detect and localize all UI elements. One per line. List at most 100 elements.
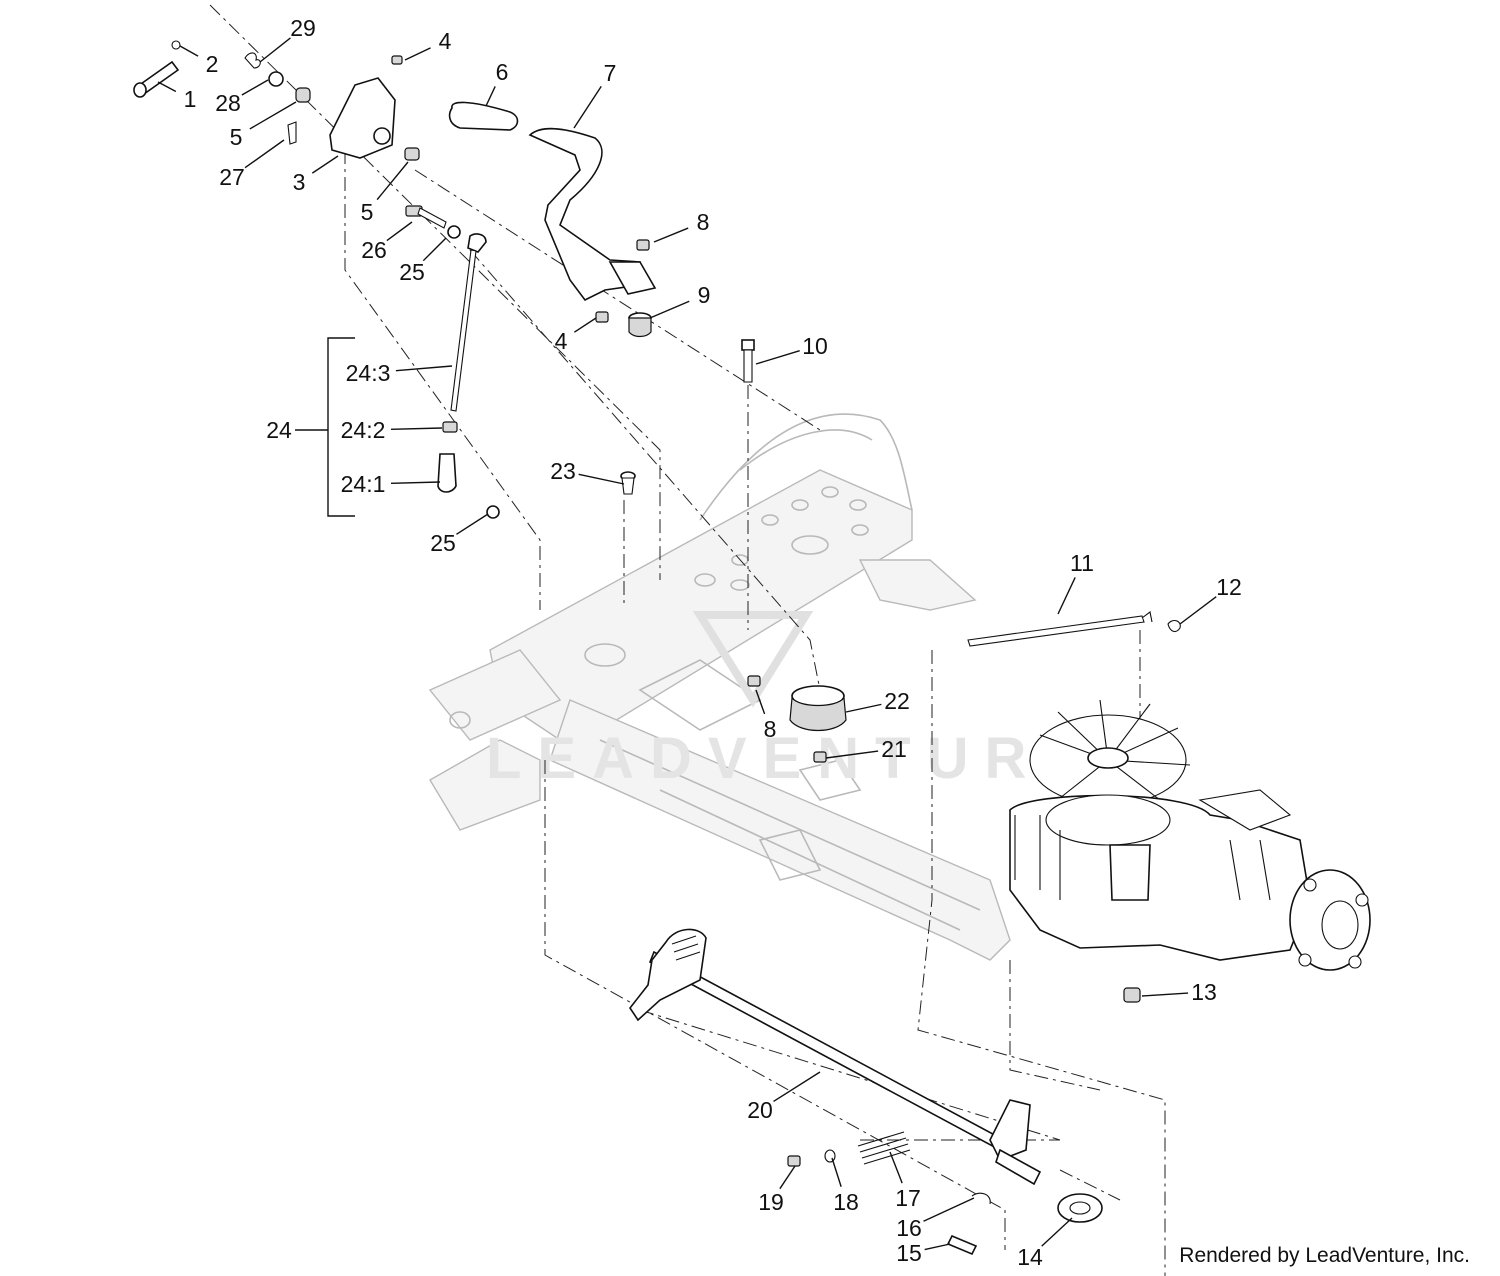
leader-line xyxy=(259,37,291,63)
callout-label: 13 xyxy=(1191,979,1217,1005)
nut-13 xyxy=(1123,987,1141,1003)
spring-17 xyxy=(857,1131,911,1165)
washer-25b xyxy=(486,505,500,519)
nut-8b xyxy=(747,675,761,687)
control-arm-shaft xyxy=(1109,844,1151,901)
leader-line xyxy=(773,1071,821,1103)
clip-12 xyxy=(1167,619,1181,633)
callout-label: 27 xyxy=(219,164,245,190)
leader-line xyxy=(395,365,453,372)
callout-label: 8 xyxy=(697,209,710,235)
callout-c18: 18 xyxy=(831,1157,859,1215)
clevis-pin xyxy=(133,60,180,98)
callout-c16: 16 xyxy=(896,1197,975,1241)
bushing-lower xyxy=(404,147,420,161)
leader-line xyxy=(845,703,882,713)
callout-label: 6 xyxy=(496,59,509,85)
callout-label: 23 xyxy=(550,458,576,484)
leader-line xyxy=(924,1243,951,1251)
nut-19 xyxy=(787,1155,801,1167)
callout-label: 2 xyxy=(206,51,219,77)
callout-c17: 17 xyxy=(889,1151,921,1211)
leader-line xyxy=(573,317,597,333)
pedal-bracket xyxy=(329,77,396,159)
leader-line xyxy=(889,1151,903,1184)
callout-c21: 21 xyxy=(825,736,907,762)
callout-c14: 14 xyxy=(1017,1217,1073,1270)
callout-c27: 27 xyxy=(219,139,285,190)
leader-line xyxy=(1141,992,1189,997)
nut-21 xyxy=(813,751,827,763)
callout-label: 24:3 xyxy=(346,360,391,386)
cross-shaft-arm xyxy=(629,928,707,1022)
jam-nut xyxy=(442,421,458,433)
nut-4b xyxy=(595,311,609,323)
leader-line xyxy=(649,300,690,319)
callout-label: 4 xyxy=(439,28,452,54)
callout-label: 24:2 xyxy=(341,417,386,443)
leader-line xyxy=(1179,596,1217,625)
rendered-by-footer: Rendered by LeadVenture, Inc. xyxy=(1179,1244,1470,1267)
rod-shaft xyxy=(450,249,477,412)
bolt-26-shank xyxy=(417,207,447,229)
leader-line xyxy=(755,349,800,365)
bushing-upper xyxy=(295,87,311,103)
leader-line xyxy=(241,79,269,96)
callout-c4b: 4 xyxy=(555,317,597,354)
leader-line xyxy=(923,1197,975,1222)
bracket-assembly xyxy=(133,40,420,161)
callout-label: 3 xyxy=(293,169,306,195)
callout-label: 22 xyxy=(884,688,910,714)
transaxle xyxy=(1009,699,1371,1003)
callout-label: 15 xyxy=(896,1240,922,1266)
pedal-lever xyxy=(448,101,657,338)
callout-c10: 10 xyxy=(755,333,828,365)
chassis-frame-outline xyxy=(428,413,1011,961)
leader-line xyxy=(422,237,447,262)
washer-25a xyxy=(447,225,461,239)
shaft-end xyxy=(995,1148,1042,1186)
pedal-tab xyxy=(608,261,657,295)
callout-label: 16 xyxy=(896,1215,922,1241)
callout-c5a: 5 xyxy=(230,101,297,150)
callout-c26: 26 xyxy=(361,221,413,263)
nut-upper xyxy=(391,55,403,65)
callout-c11: 11 xyxy=(1057,550,1094,615)
callout-c24: 24 xyxy=(266,417,328,443)
callout-label: 25 xyxy=(430,530,456,556)
watermark: LEADVENTURE xyxy=(486,611,1081,791)
callout-label: 24:1 xyxy=(341,471,386,497)
washer-small xyxy=(171,40,181,50)
callout-c24_3: 24:3 xyxy=(346,360,453,386)
callout-c15: 15 xyxy=(896,1240,951,1266)
rod-end-lower xyxy=(437,453,457,493)
callout-label: 5 xyxy=(230,124,243,150)
callout-label: 9 xyxy=(698,282,711,308)
bolt-15 xyxy=(946,1234,978,1256)
washer-28 xyxy=(268,71,284,87)
callout-c19: 19 xyxy=(758,1165,796,1215)
callout-label: 29 xyxy=(290,15,316,41)
leader-line xyxy=(755,689,766,715)
callout-label: 11 xyxy=(1070,550,1094,576)
callout-label: 18 xyxy=(833,1189,859,1215)
cross-shaft xyxy=(629,928,1103,1256)
callout-label: 19 xyxy=(758,1189,784,1215)
callout-c22: 22 xyxy=(845,688,910,714)
callout-c8a: 8 xyxy=(653,209,710,243)
pedal-pad xyxy=(448,101,519,131)
callout-label: 4 xyxy=(555,328,568,354)
callout-label: 10 xyxy=(802,333,828,359)
callout-label: 28 xyxy=(215,90,241,116)
leader-line xyxy=(485,86,496,107)
callout-c2: 2 xyxy=(179,45,219,77)
callout-c7: 7 xyxy=(573,60,616,129)
arm-spring xyxy=(671,935,701,961)
callout-c6: 6 xyxy=(485,59,509,107)
callout-label: 24 xyxy=(266,417,292,443)
callout-label: 26 xyxy=(361,237,387,263)
nut-8a xyxy=(636,239,650,251)
bearing-flange-14 xyxy=(1057,1193,1103,1223)
